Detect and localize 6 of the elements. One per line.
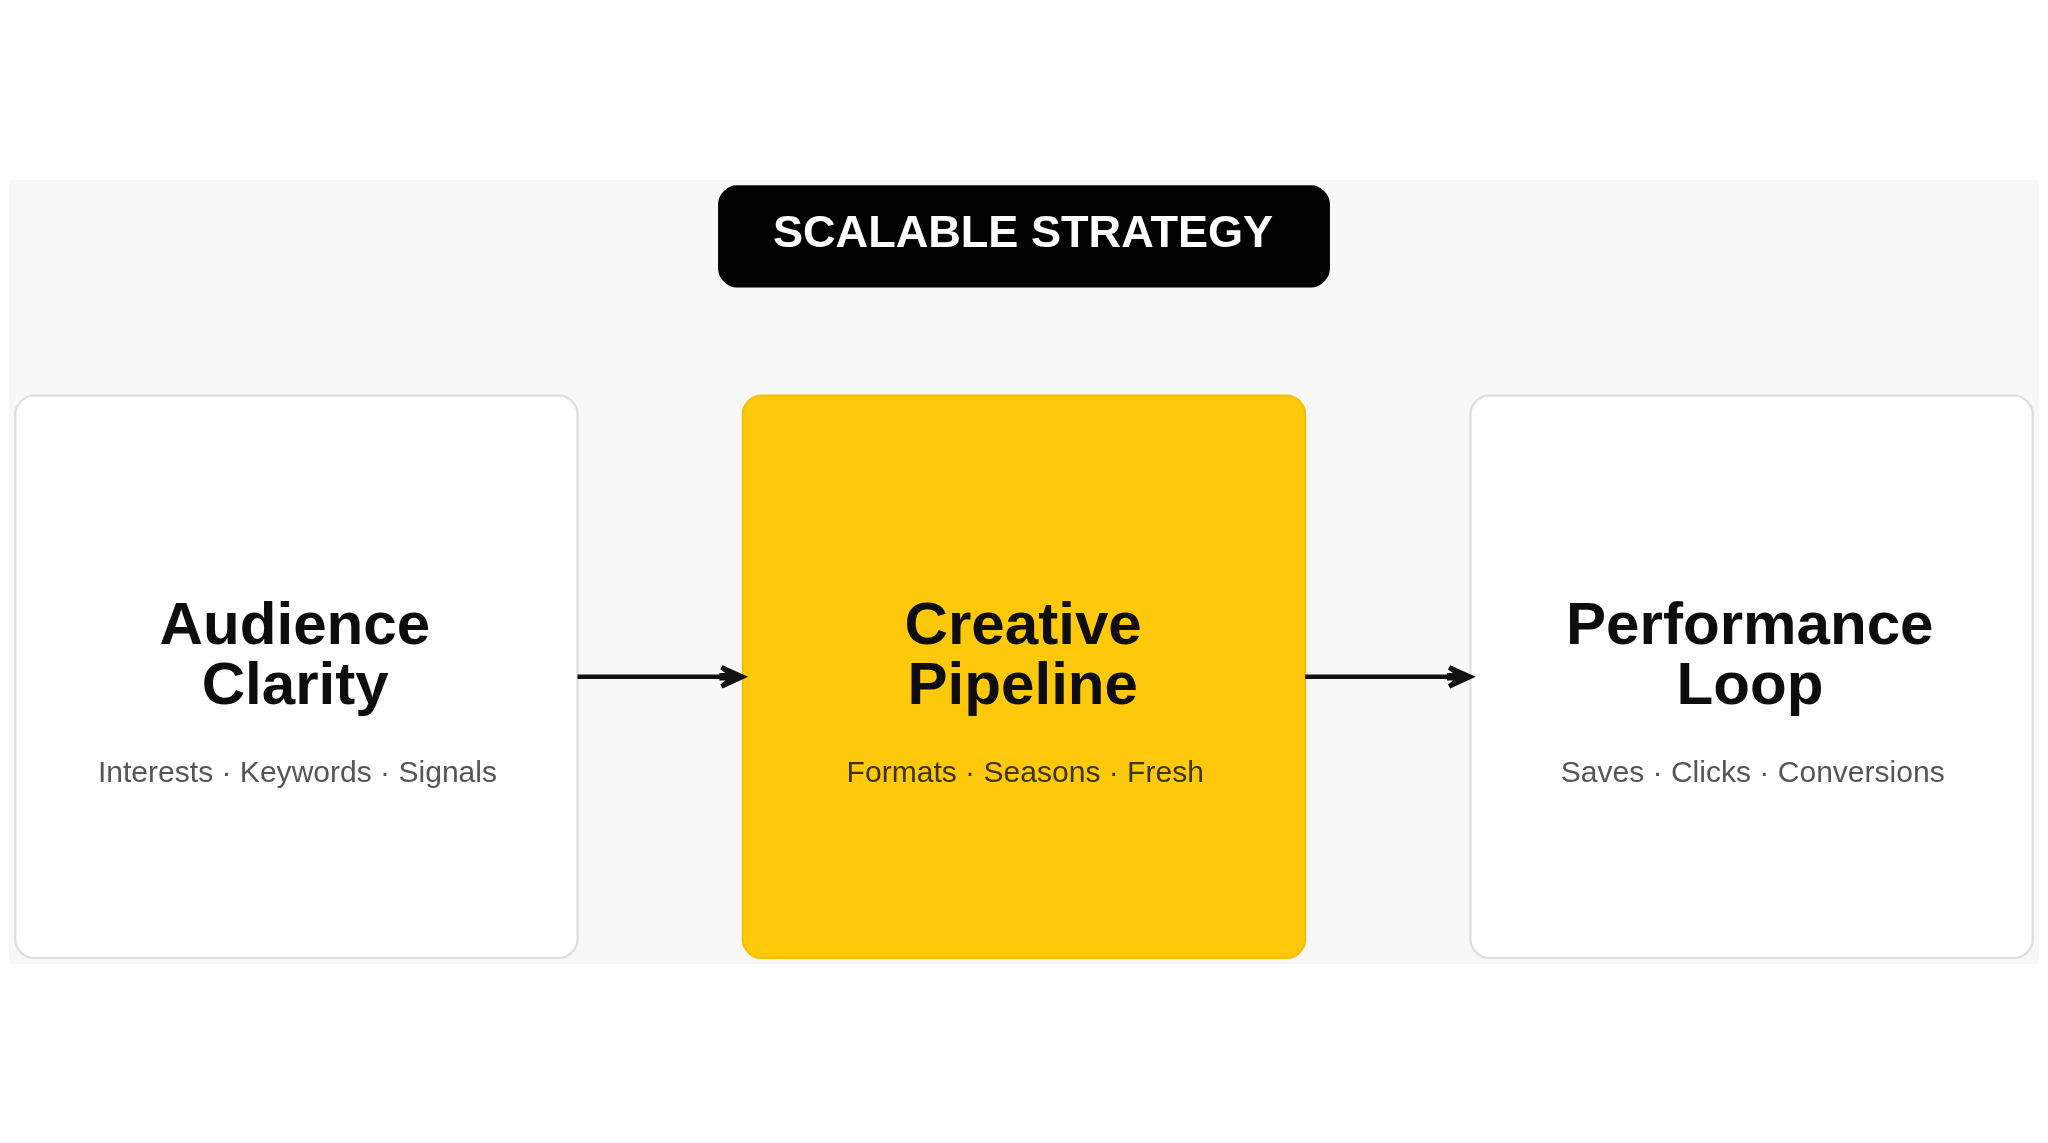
node-box: SCALABLE STRATEGY: [718, 184, 1330, 287]
arrow: [1305, 664, 1473, 689]
arrow: [577, 664, 745, 689]
node-box: Creative Pipeline Formats · Seasons · Fresh: [741, 394, 1307, 959]
node-box: Performance Loop Saves · Clicks · Conversions: [1469, 394, 2034, 959]
node-box: Audience Clarity Interests · Keywords · Signals: [14, 394, 579, 959]
